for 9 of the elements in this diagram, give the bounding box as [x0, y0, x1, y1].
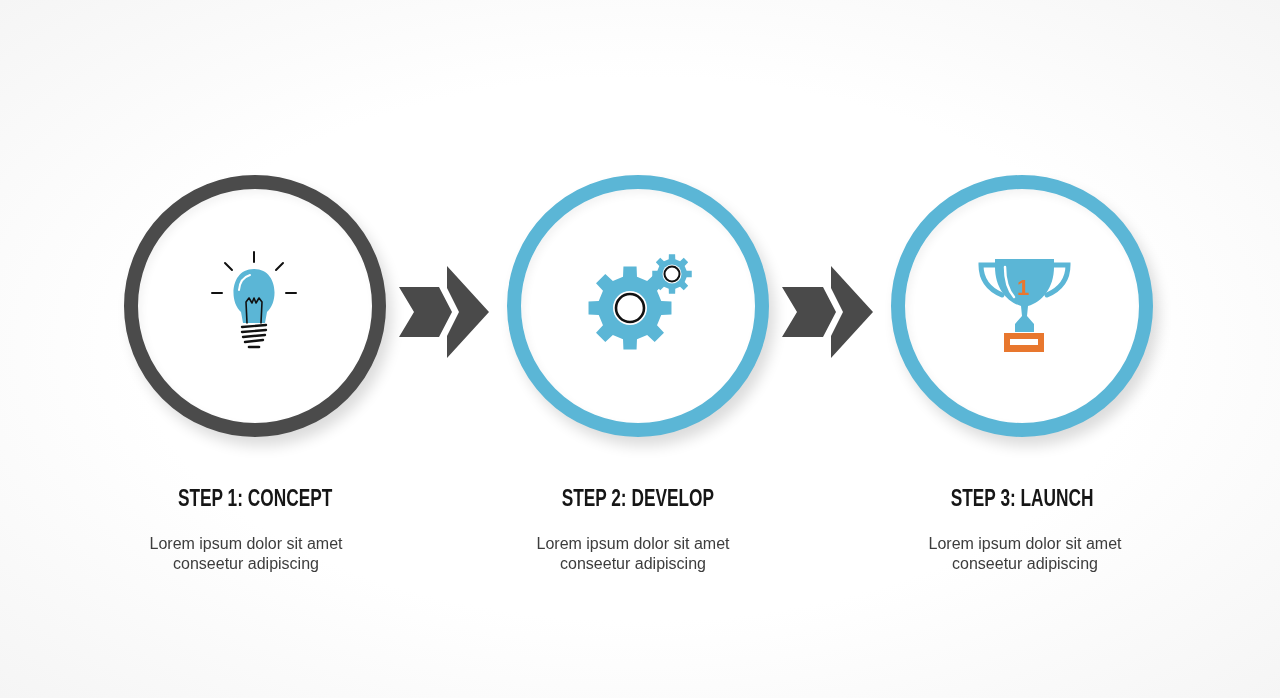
chevron-arrow — [782, 266, 873, 358]
step-title: STEP 2: DEVELOP — [561, 485, 715, 511]
step-description: Lorem ipsum dolor sit amet conseetur adipiscing — [535, 534, 731, 574]
chevron-arrow — [399, 266, 489, 358]
step-title: STEP 3: LAUNCH — [950, 485, 1094, 511]
trophy-number: 1 — [1016, 277, 1030, 299]
step-title: STEP 1: CONCEPT — [177, 485, 333, 511]
step-description: Lorem ipsum dolor sit amet conseetur adipiscing — [148, 534, 344, 574]
step-description: Lorem ipsum dolor sit amet conseetur adipiscing — [927, 534, 1123, 574]
